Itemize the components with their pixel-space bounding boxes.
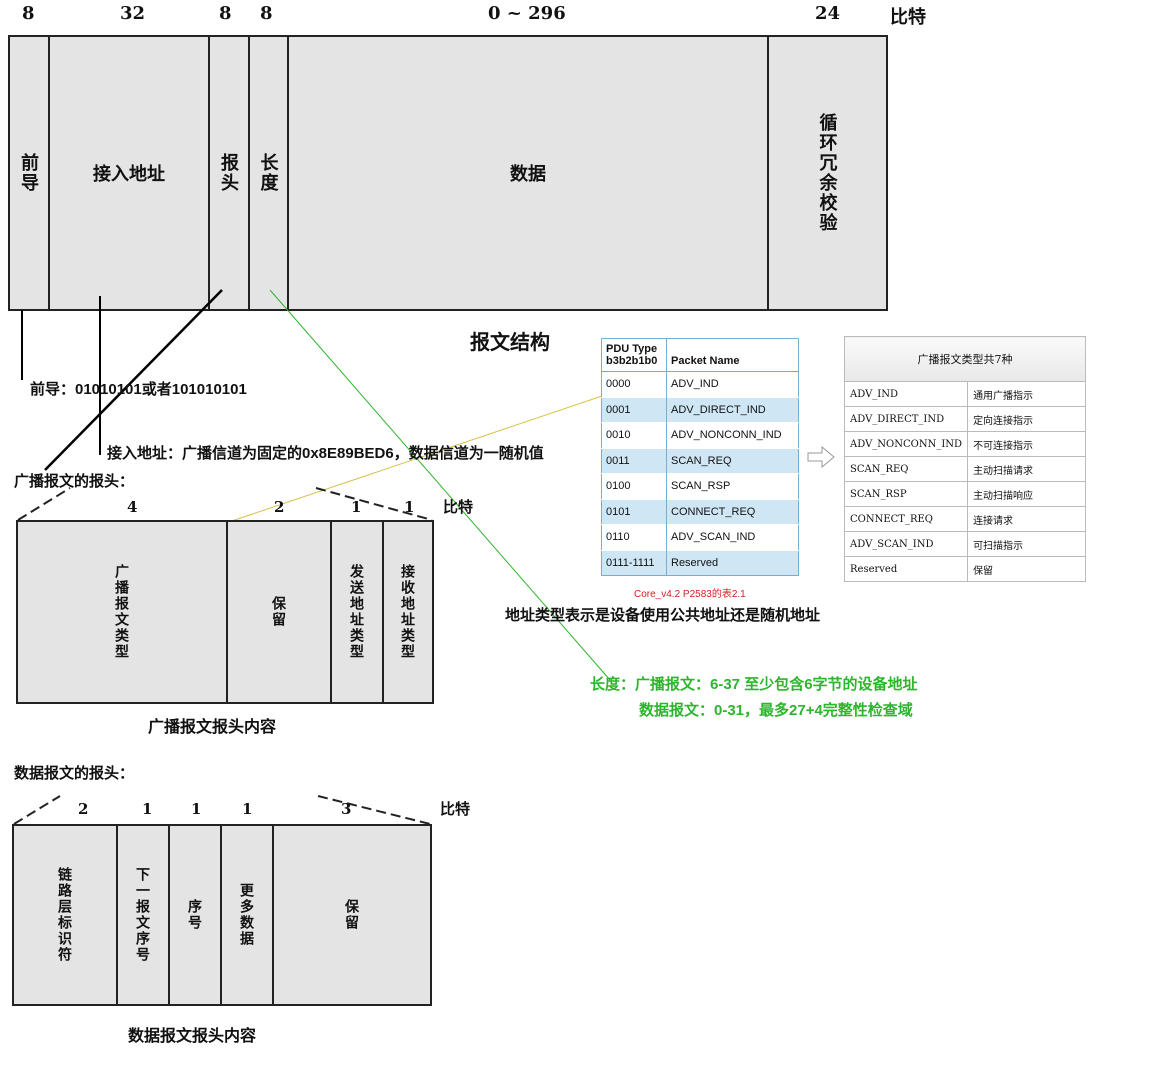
bit-label-data: 0 ~ 296	[488, 3, 566, 24]
data-field-reserved: 保留	[344, 899, 360, 931]
length-note-adv: 长度：广播报文：6-37 至少包含6字节的设备地址	[590, 676, 918, 693]
data-bit-md: 1	[242, 800, 253, 818]
arrow-right-icon	[807, 445, 835, 469]
bit-label-length: 8	[260, 3, 273, 24]
adv-bit-unit: 比特	[443, 498, 474, 516]
length-note-data: 数据报文：0-31，最多27+4完整性检查域	[639, 702, 913, 719]
data-bit-nesn: 1	[142, 800, 153, 818]
bit-label-preamble: 8	[22, 3, 35, 24]
frame-caption: 报文结构	[470, 332, 550, 354]
adv-header-caption: 广播报文报头内容	[148, 719, 277, 736]
bit-unit: 比特	[890, 7, 926, 28]
field-crc: 循环冗余校验	[817, 113, 838, 233]
adv-field-reserved: 保留	[228, 522, 332, 702]
packet-structure-box: 前导 接入地址 报头 长度 数据 循环冗余校验	[8, 35, 888, 311]
pdu-col-name: Packet Name	[666, 338, 799, 372]
data-header-title: 数据报文的报头：	[14, 765, 135, 782]
adv-taper-right	[315, 487, 433, 521]
adv-bit-type: 4	[127, 498, 138, 516]
header-connector	[44, 289, 223, 471]
adv-taper-left	[17, 487, 71, 521]
data-field-llid: 链路层标识符	[14, 826, 118, 1004]
field-preamble: 前导	[10, 37, 50, 309]
bit-label-access: 32	[120, 3, 146, 24]
data-taper-left	[13, 795, 61, 825]
access-address-note: 接入地址：广播信道为固定的0x8E89BED6，数据信道为一随机值	[107, 445, 544, 462]
field-access-address: 接入地址	[50, 37, 210, 309]
data-header-box: 链路层标识符 下一报文序号 序号 更多数据 保留	[12, 824, 432, 1006]
data-field-md: 更多数据	[222, 826, 274, 1004]
data-bit-llid: 2	[78, 800, 89, 818]
bit-label-crc: 24	[815, 3, 841, 24]
preamble-note: 前导：01010101或者101010101	[30, 381, 247, 398]
field-header: 报头	[210, 37, 250, 309]
bit-label-header: 8	[219, 3, 232, 24]
adv-field-txadd: 发送地址类型	[332, 522, 384, 702]
adv-header-box: 广播报文类型 保留 发送地址类型 接收地址类型	[16, 520, 434, 704]
data-taper-right	[317, 795, 431, 825]
data-bit-reserved: 3	[341, 800, 352, 818]
pdu-table-caption: Core_v4.2 P2583的表2.1	[634, 589, 746, 600]
data-header-caption: 数据报文报头内容	[128, 1028, 257, 1045]
field-length: 长度	[250, 37, 289, 309]
adv-field-rxadd: 接收地址类型	[400, 564, 416, 660]
adv-field-pdu-type: 广播报文类型	[18, 522, 228, 702]
adv-bit-reserved: 2	[274, 498, 285, 516]
data-bit-unit: 比特	[440, 800, 471, 818]
adv-header-title: 广播报文的报头：	[14, 473, 135, 490]
data-field-sn: 序号	[170, 826, 222, 1004]
adv-bit-txadd: 1	[351, 498, 362, 516]
data-bit-sn: 1	[191, 800, 202, 818]
field-data: 数据	[289, 37, 769, 309]
address-type-note: 地址类型表示是设备使用公共地址还是随机地址	[505, 607, 821, 624]
adv-bit-rxadd: 1	[404, 498, 415, 516]
length-connector	[269, 289, 611, 681]
zh-table-title: 广播报文类型共7种	[844, 336, 1086, 382]
data-field-nesn: 下一报文序号	[118, 826, 170, 1004]
